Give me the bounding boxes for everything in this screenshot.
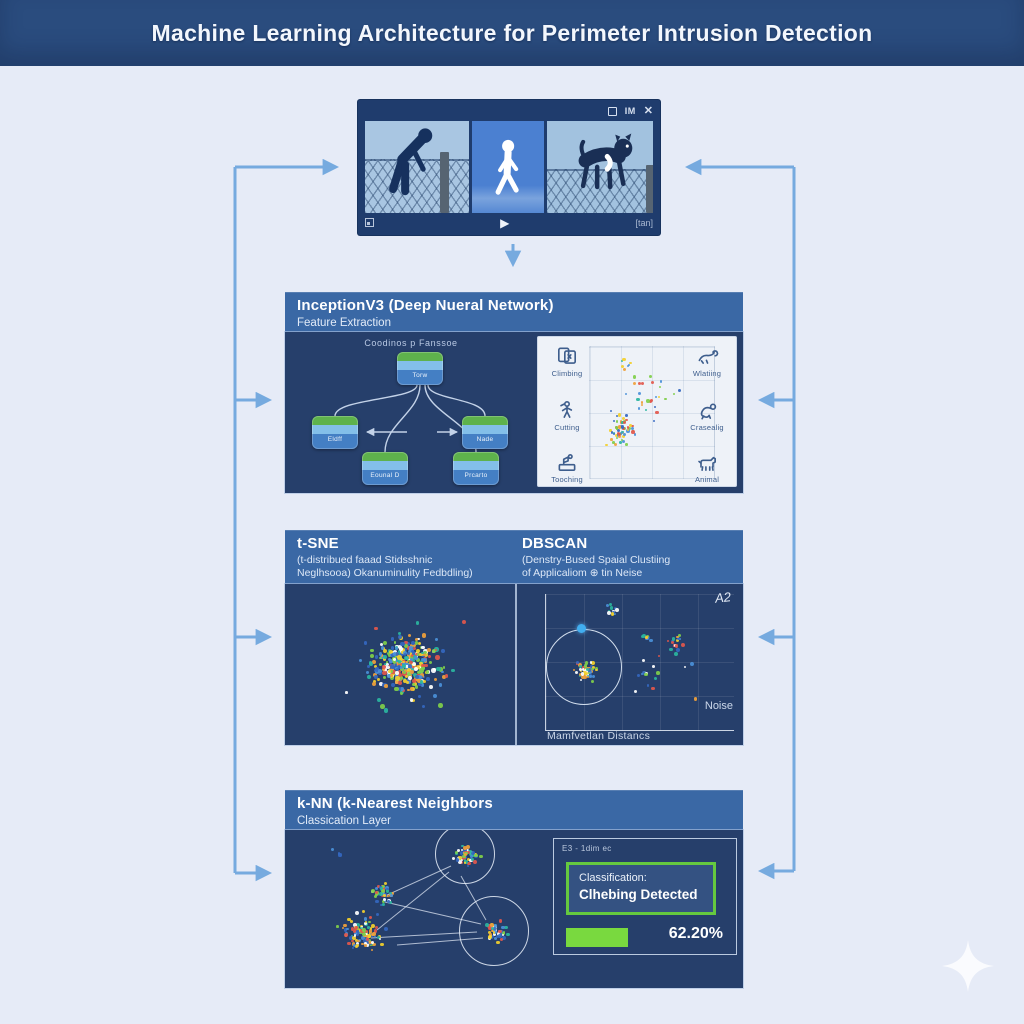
dbscan-header: DBSCAN (Denstry-Bused Spaial Clustiing o…	[522, 535, 732, 579]
dbscan-subtitle-line1: (Denstry-Bused Spaial Clustiing	[522, 553, 671, 566]
class-item-animal: Animal	[683, 450, 731, 484]
tsne-dbscan-panel: t-SNE (t-distribued faaad Stidsshnic Neg…	[285, 530, 743, 745]
cutting-icon	[560, 401, 573, 418]
dbscan-corner-label: A2	[714, 589, 732, 606]
touching-icon	[558, 453, 576, 471]
tsne-dbscan-header: t-SNE (t-distribued faaad Stidsshnic Neg…	[285, 530, 743, 584]
confidence-value: 62.20%	[668, 925, 723, 942]
feature-scatter	[537, 336, 737, 487]
flow-node-label: Eldff	[327, 436, 343, 443]
feature-map-grid	[589, 346, 715, 479]
knn-cluster-map	[285, 830, 547, 988]
flow-node-right: Nade	[462, 416, 508, 449]
video-toolbar: IM ✕	[365, 103, 653, 119]
video-panel: IM ✕	[358, 100, 660, 235]
frame-climbing	[365, 121, 470, 213]
person-walking-icon	[495, 139, 520, 195]
flow-node-label: Prcarto	[464, 472, 488, 479]
frame-animal	[546, 121, 653, 213]
walking-icon	[698, 350, 719, 364]
tsne-dbscan-body: A2 Noise Mamfvetlan Distancs	[285, 584, 743, 745]
flowchart-connectors	[334, 384, 486, 453]
class-label: Animal	[694, 475, 720, 484]
tsne-scatter	[285, 584, 515, 745]
class-item-touching: Tooching	[543, 450, 591, 484]
inception-body: Coodinos p Fanssoe	[285, 332, 743, 493]
inception-subtitle: Feature Extraction	[297, 316, 391, 329]
dbscan-title: DBSCAN	[522, 535, 588, 552]
dbscan-x-axis-label: Mamfvetlan Distancs	[547, 730, 651, 742]
class-item-climbing: Climbing	[543, 344, 591, 378]
dbscan-cluster-circle	[546, 629, 622, 705]
inception-panel: InceptionV3 (Deep Nueral Network) Featur…	[285, 292, 743, 493]
dbscan-subtitle-line2: of Applicaliom ⊕ tin Neise	[522, 566, 643, 579]
feature-map-panel: Climbing Wlatiing Cutting	[537, 336, 737, 487]
flow-node-bottom-left: Eounal D	[362, 452, 408, 485]
class-label: Climbing	[551, 369, 583, 378]
knn-body: E3 - 1dim ec Classification: Clhebing De…	[285, 830, 743, 988]
dbscan-noise-label: Noise	[704, 700, 733, 712]
window-icon[interactable]	[607, 106, 617, 116]
class-label: Crasealig	[690, 423, 724, 432]
knn-title: k-NN (k-Nearest Neighbors	[297, 795, 493, 812]
knn-panel: k-NN (k-Nearest Neighbors Classication L…	[285, 790, 743, 988]
im-label: IM	[624, 106, 636, 116]
class-item-walking: Wlatiing	[683, 344, 731, 378]
fence-graphic	[546, 168, 653, 213]
dbscan-core-point	[577, 624, 586, 633]
class-item-cutting: Cutting	[543, 398, 591, 432]
flowchart: Coodinos p Fanssoe	[285, 332, 537, 493]
video-bottom-bar: ▶ [tan]	[365, 213, 653, 232]
tsne-title: t-SNE	[297, 535, 339, 552]
classification-heading: Classification:	[579, 872, 647, 884]
climbing-icon	[558, 347, 576, 364]
inception-header: InceptionV3 (Deep Nueral Network) Featur…	[285, 292, 743, 332]
flow-node-bottom-right: Prcarto	[453, 452, 499, 485]
flow-node-label: Eounal D	[370, 472, 400, 479]
video-frames	[365, 121, 653, 213]
close-icon[interactable]: ✕	[643, 104, 653, 117]
flowchart-caption: Coodinos p Fanssoe	[364, 338, 458, 348]
flow-node-label: Torw	[412, 372, 428, 379]
frame-walking	[472, 121, 544, 213]
flow-node-top: Torw	[397, 352, 443, 385]
tsne-header: t-SNE (t-distribued faaad Stidsshnic Neg…	[297, 535, 512, 579]
class-label: Cutting	[554, 423, 580, 432]
dbscan-plot: A2 Noise Mamfvetlan Distancs	[515, 584, 743, 745]
class-item-crawling: Crasealig	[683, 398, 731, 432]
classification-result: Clhebing Detected	[579, 887, 698, 902]
knn-neighborhood-circle-right	[459, 896, 529, 966]
dog-icon	[578, 133, 632, 190]
sparkle-icon	[942, 940, 994, 992]
flow-node-label: Nade	[476, 436, 494, 443]
inception-title: InceptionV3 (Deep Nueral Network)	[297, 297, 554, 314]
fence-post	[440, 152, 450, 213]
play-icon[interactable]: ▶	[500, 215, 510, 230]
tsne-subtitle-line2: Neglhsooa) Okanuminulity Fedbdling)	[297, 566, 473, 579]
classification-result-box: E3 - 1dim ec Classification: Clhebing De…	[553, 838, 737, 955]
crawling-icon	[700, 403, 717, 420]
knn-neighborhood-circle-top	[435, 830, 495, 884]
fence-post	[646, 165, 653, 213]
fence-graphic	[365, 158, 470, 213]
knn-header: k-NN (k-Nearest Neighbors Classication L…	[285, 790, 743, 830]
class-label: Tooching	[551, 475, 583, 484]
animal-icon	[698, 456, 716, 471]
classification-window-label: E3 - 1dim ec	[562, 844, 612, 853]
person-climbing-icon	[389, 128, 433, 196]
timestamp-label: [tan]	[635, 217, 653, 228]
fullscreen-icon[interactable]	[365, 218, 374, 227]
page-title: Machine Learning Architecture for Perime…	[151, 19, 873, 46]
class-label: Wlatiing	[692, 369, 722, 378]
tsne-subtitle-line1: (t-distribued faaad Stidsshnic	[297, 553, 433, 566]
confidence-progress-bar	[566, 928, 628, 947]
knn-subtitle: Classication Layer	[297, 814, 391, 827]
classification-highlight-box: Classification: Clhebing Detected	[566, 862, 716, 915]
flow-node-left: Eldff	[312, 416, 358, 449]
title-bar: Machine Learning Architecture for Perime…	[0, 0, 1024, 66]
